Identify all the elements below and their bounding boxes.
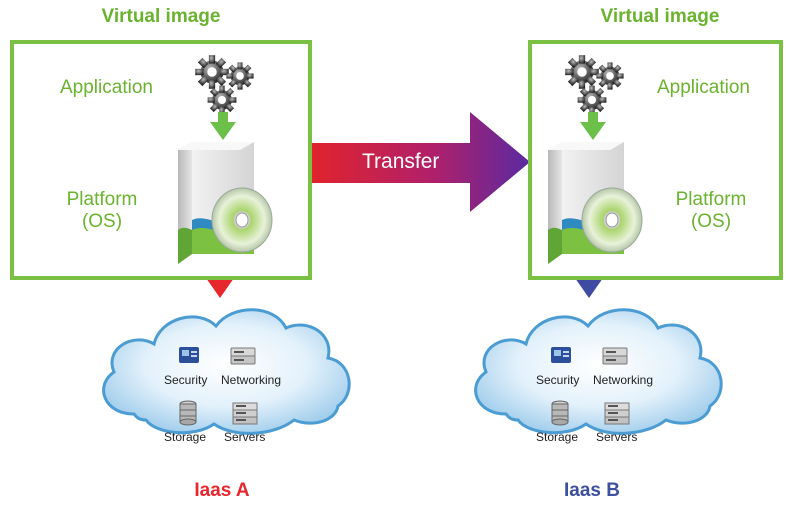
left-networking-label: Networking <box>221 373 282 387</box>
right-app-stack <box>547 55 643 265</box>
transfer-arrow <box>312 112 530 212</box>
right-platform-label: Platform (OS) <box>656 189 766 233</box>
left-platform-label: Platform (OS) <box>52 189 152 233</box>
right-software-box-icon <box>547 141 643 265</box>
right-connector-arrow <box>575 278 603 298</box>
right-security-label: Security <box>536 373 580 387</box>
left-software-box-icon <box>177 141 273 265</box>
left-servers-icon <box>232 402 258 425</box>
left-virtual-image-title: Virtual image <box>101 6 221 27</box>
right-platform-line1: Platform <box>675 189 747 210</box>
left-servers-label: Servers <box>224 430 266 444</box>
transfer-label: Transfer <box>362 150 440 173</box>
left-connector-arrow <box>206 278 234 298</box>
right-virtual-image-title: Virtual image <box>600 6 720 27</box>
left-storage-label: Storage <box>164 430 207 444</box>
right-storage-label: Storage <box>536 430 579 444</box>
iaas-a-label: Iaas A <box>194 480 250 501</box>
right-down-arrow-icon <box>580 122 606 140</box>
right-storage-icon <box>551 400 569 426</box>
right-servers-label: Servers <box>596 430 638 444</box>
right-networking-icon <box>602 347 628 365</box>
left-security-label: Security <box>164 373 208 387</box>
right-application-label: Application <box>657 77 750 98</box>
left-cloud-contents: Security Networking Storage Servers <box>160 344 300 444</box>
left-gears-icon <box>195 55 254 115</box>
iaas-b-label: Iaas B <box>564 480 620 501</box>
left-application-label: Application <box>60 77 153 98</box>
right-networking-label: Networking <box>593 373 654 387</box>
right-platform-line2: (OS) <box>690 211 732 232</box>
left-down-arrow-icon <box>210 122 236 140</box>
left-app-stack <box>177 55 273 265</box>
right-servers-icon <box>604 402 630 425</box>
left-storage-icon <box>179 400 197 426</box>
left-platform-line2: (OS) <box>81 211 123 232</box>
left-platform-line1: Platform <box>66 189 138 210</box>
right-cloud-contents: Security Networking Storage Servers <box>532 344 672 444</box>
left-networking-icon <box>230 347 256 365</box>
right-security-icon <box>551 347 571 363</box>
left-security-icon <box>179 347 199 363</box>
right-gears-icon <box>565 55 624 115</box>
